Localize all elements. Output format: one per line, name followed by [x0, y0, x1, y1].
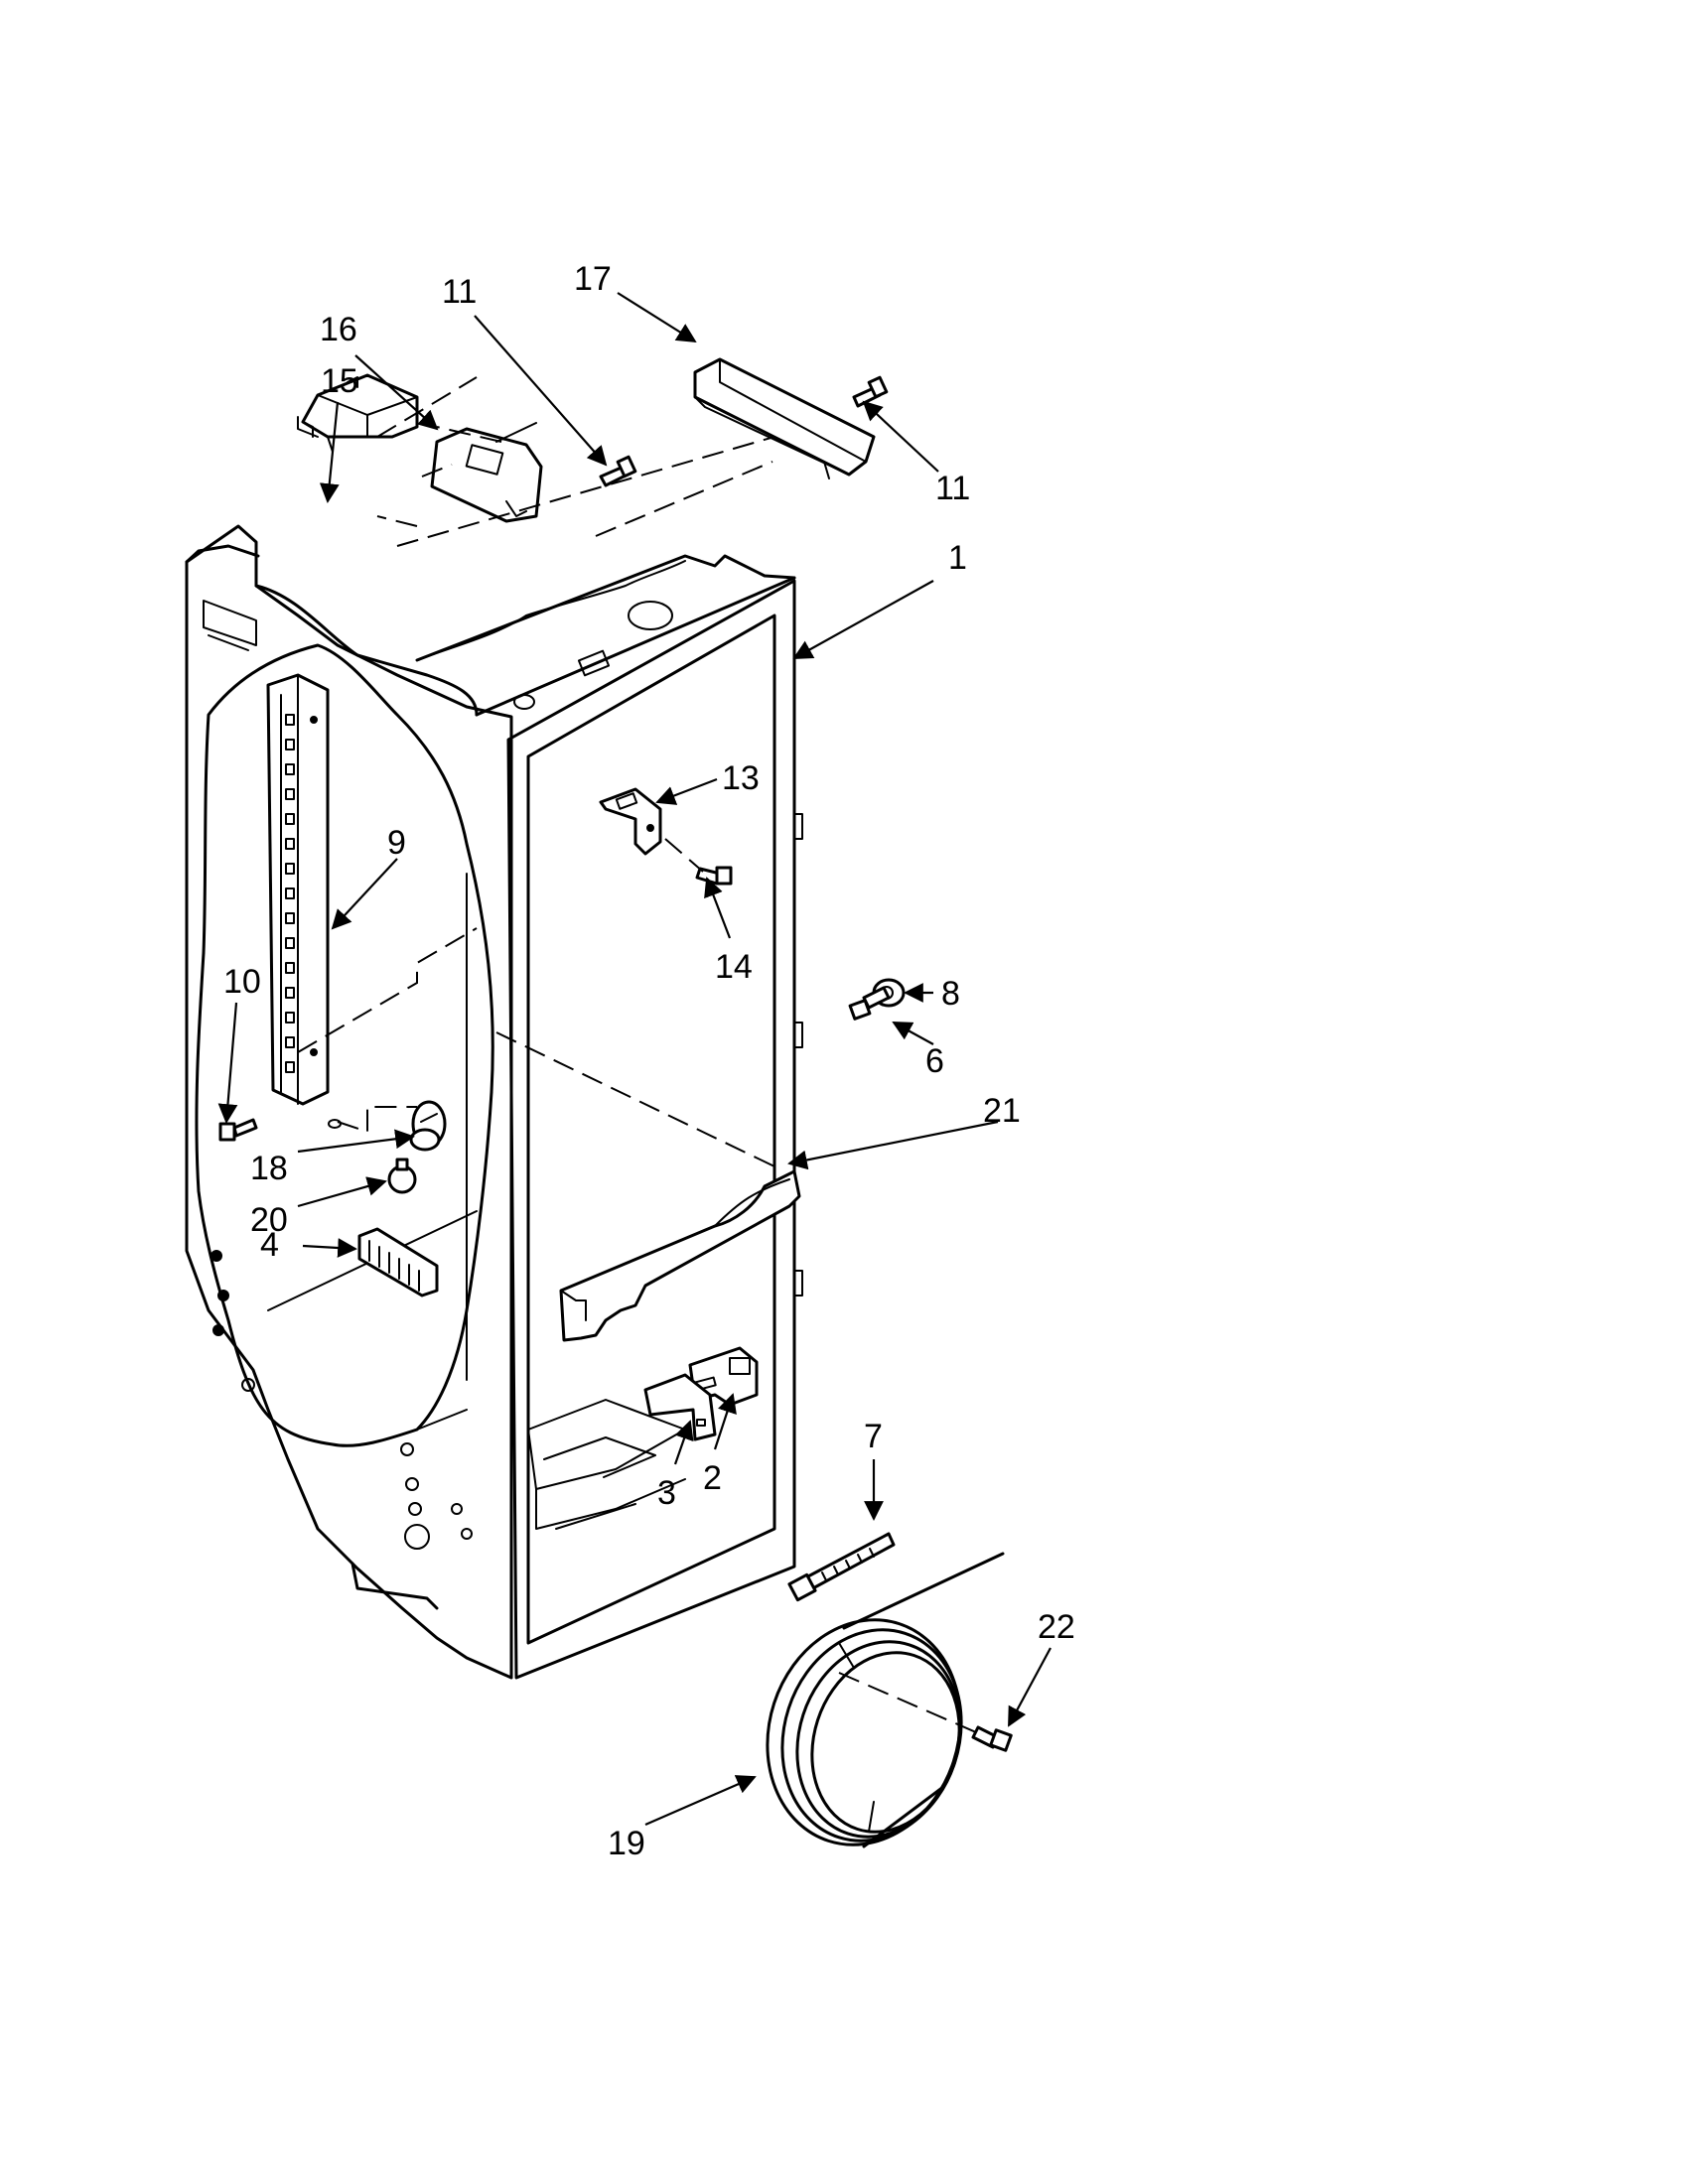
- bracket-13: [599, 787, 662, 856]
- small-clip: [328, 1119, 342, 1129]
- callout-16: 16: [320, 311, 357, 348]
- control-housing: [297, 373, 419, 453]
- lamp-bulb: [387, 1158, 417, 1194]
- callout-19: 19: [608, 1825, 645, 1862]
- grille-4: [357, 1227, 439, 1297]
- screw-11-left: [599, 455, 637, 487]
- alignment-lines: [297, 376, 984, 1736]
- callout-18: 18: [250, 1150, 288, 1187]
- callout-20: 20: [250, 1201, 288, 1239]
- callout-11b: 11: [935, 470, 970, 507]
- callout-11a: 11: [442, 273, 477, 311]
- lamp-socket: [409, 1100, 447, 1152]
- callout-15: 15: [321, 362, 358, 400]
- callout-6: 6: [925, 1042, 944, 1080]
- callout-3: 3: [657, 1474, 676, 1512]
- callout-2: 2: [703, 1459, 722, 1497]
- callout-22: 22: [1038, 1608, 1075, 1646]
- shelf-support-rail: [266, 673, 330, 1106]
- callout-8: 8: [941, 975, 960, 1013]
- callout-labels: 1 2 3 4 6 7 8 9 10 11 11 13 14 15 16 17 …: [223, 260, 1075, 1862]
- bracket-3: [643, 1373, 717, 1441]
- callout-leaders: [217, 292, 1052, 1827]
- control-bracket: [430, 422, 543, 523]
- screw-10: [218, 1118, 258, 1142]
- callout-10: 10: [223, 963, 261, 1001]
- callout-17: 17: [574, 260, 612, 298]
- top-channel: [693, 357, 876, 479]
- callout-14: 14: [715, 948, 753, 986]
- callout-9: 9: [387, 824, 406, 862]
- wire-harness: [766, 1552, 1005, 1848]
- callout-4: 4: [260, 1226, 279, 1264]
- screw-22: [971, 1725, 1013, 1752]
- callout-13: 13: [722, 759, 760, 797]
- cabinet-liner: [185, 524, 803, 1680]
- screw-11-right: [852, 375, 889, 408]
- cover-21: [559, 1169, 801, 1342]
- cable-tie: [787, 1532, 896, 1602]
- callout-21: 21: [983, 1092, 1021, 1130]
- callout-7: 7: [864, 1418, 883, 1455]
- callout-1: 1: [948, 539, 967, 577]
- screw-6: [848, 986, 891, 1021]
